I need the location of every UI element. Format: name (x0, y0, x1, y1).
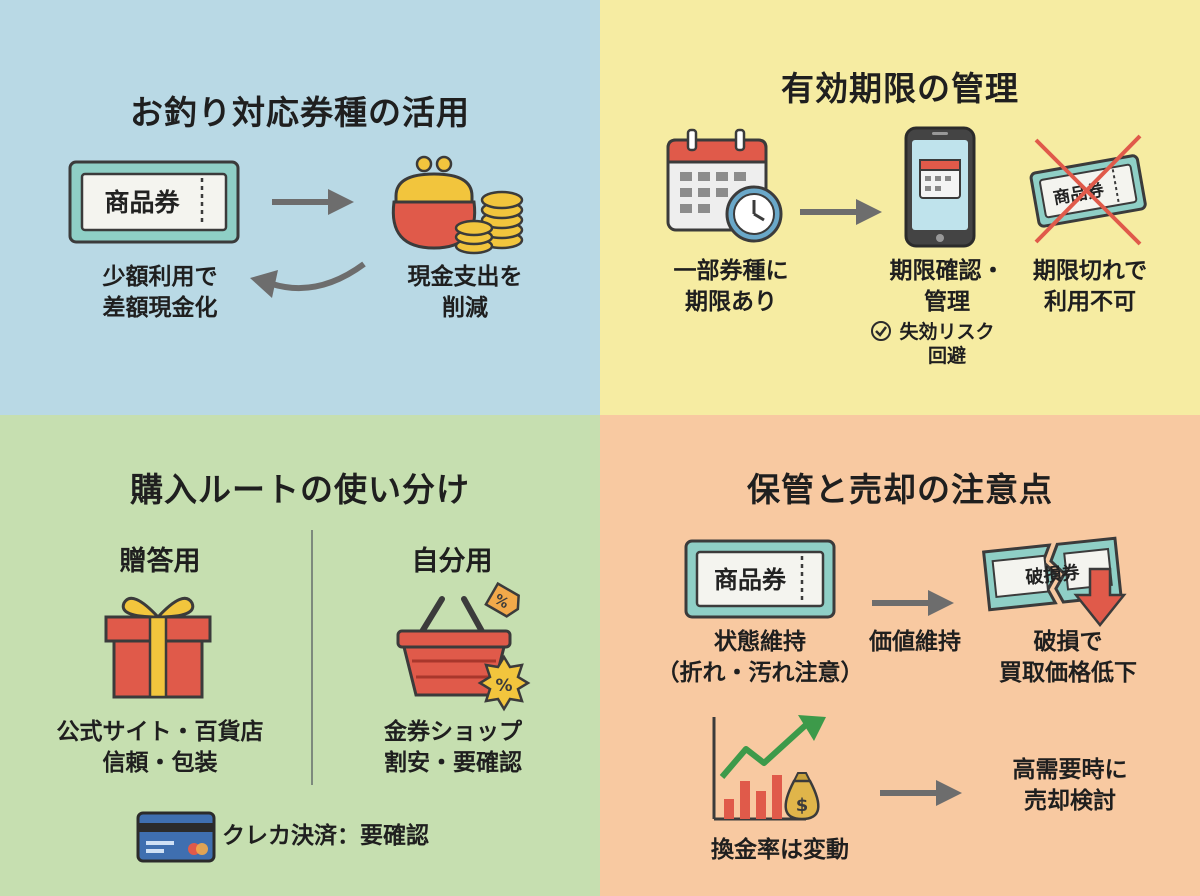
q2-step1-label: 一部券種に期限あり (673, 258, 789, 315)
smartphone-calendar-icon (904, 126, 976, 248)
voucher-ticket-icon: 商品券 (68, 160, 240, 244)
q4-ticket-text: 商品券 (714, 566, 787, 594)
shopping-basket-icon: % % (396, 581, 531, 712)
arrow-right-icon (272, 189, 354, 215)
self-heading: 自分用 (411, 546, 493, 577)
coin-purse-icon (391, 155, 524, 255)
check-circle-icon (871, 321, 891, 341)
gift-route-label: 公式サイト・百貨店信頼・包装 (56, 719, 264, 776)
column-divider (311, 530, 313, 785)
q1-title: お釣り対応券種の活用 (130, 93, 470, 132)
q1-left-label: 少額利用で差額現金化 (102, 264, 218, 321)
arrow-right-icon (880, 780, 962, 806)
damage-label: 破損で買取価格低下 (999, 629, 1137, 686)
rising-chart-money-icon: $ (712, 715, 826, 821)
quadrant-expiry-management: 有効期限の管理 (600, 0, 1200, 415)
svg-text:$: $ (796, 795, 809, 816)
quadrant-storage-and-selling: 保管と売却の注意点 商品券 破損券 状態維持（折れ・汚れ注意） 価値維持 (600, 415, 1200, 896)
quadrant-change-vouchers: お釣り対応券種の活用 商品券 (0, 0, 600, 415)
value-keep-label: 価値維持 (869, 629, 961, 655)
q2-step2-note: 失効リスク 回避 (899, 321, 995, 367)
quadrant-purchase-routes: 購入ルートの使い分け 贈答用 自分用 % % 公式サイト・百貨店信頼・包装 (0, 415, 600, 896)
credit-card-icon (136, 811, 216, 863)
rate-fluctuation-label: 換金率は変動 (711, 837, 849, 863)
q2-step2-label: 期限確認・管理 (889, 258, 1005, 315)
voucher-ticket-icon: 商品券 (684, 539, 836, 619)
gift-box-icon (104, 596, 212, 699)
q1-right-label: 現金支出を削減 (407, 264, 523, 321)
sell-timing-label: 高需要時に売却検討 (1012, 757, 1128, 814)
arrow-right-icon (872, 590, 954, 616)
arrow-right-icon (800, 199, 882, 225)
q4-title: 保管と売却の注意点 (747, 470, 1053, 509)
q1-ticket-text: 商品券 (104, 188, 180, 217)
self-route-label: 金券ショップ割安・要確認 (384, 719, 522, 776)
svg-text:%: % (495, 676, 512, 696)
torn-voucher-icon: 破損券 (981, 536, 1127, 628)
q2-title: 有効期限の管理 (781, 69, 1019, 108)
svg-text:%: % (491, 591, 511, 612)
q2-step3-label: 期限切れで利用不可 (1032, 258, 1148, 315)
curved-arrow-left-icon (250, 261, 366, 298)
gift-heading: 贈答用 (119, 546, 201, 577)
expired-voucher-icon: 商品券 (1029, 134, 1147, 246)
calendar-clock-icon (666, 128, 783, 243)
condition-label: 状態維持（折れ・汚れ注意） (656, 629, 864, 686)
card-payment-label: クレカ決済：要確認 (222, 823, 429, 849)
q3-title: 購入ルートの使い分け (130, 470, 470, 509)
